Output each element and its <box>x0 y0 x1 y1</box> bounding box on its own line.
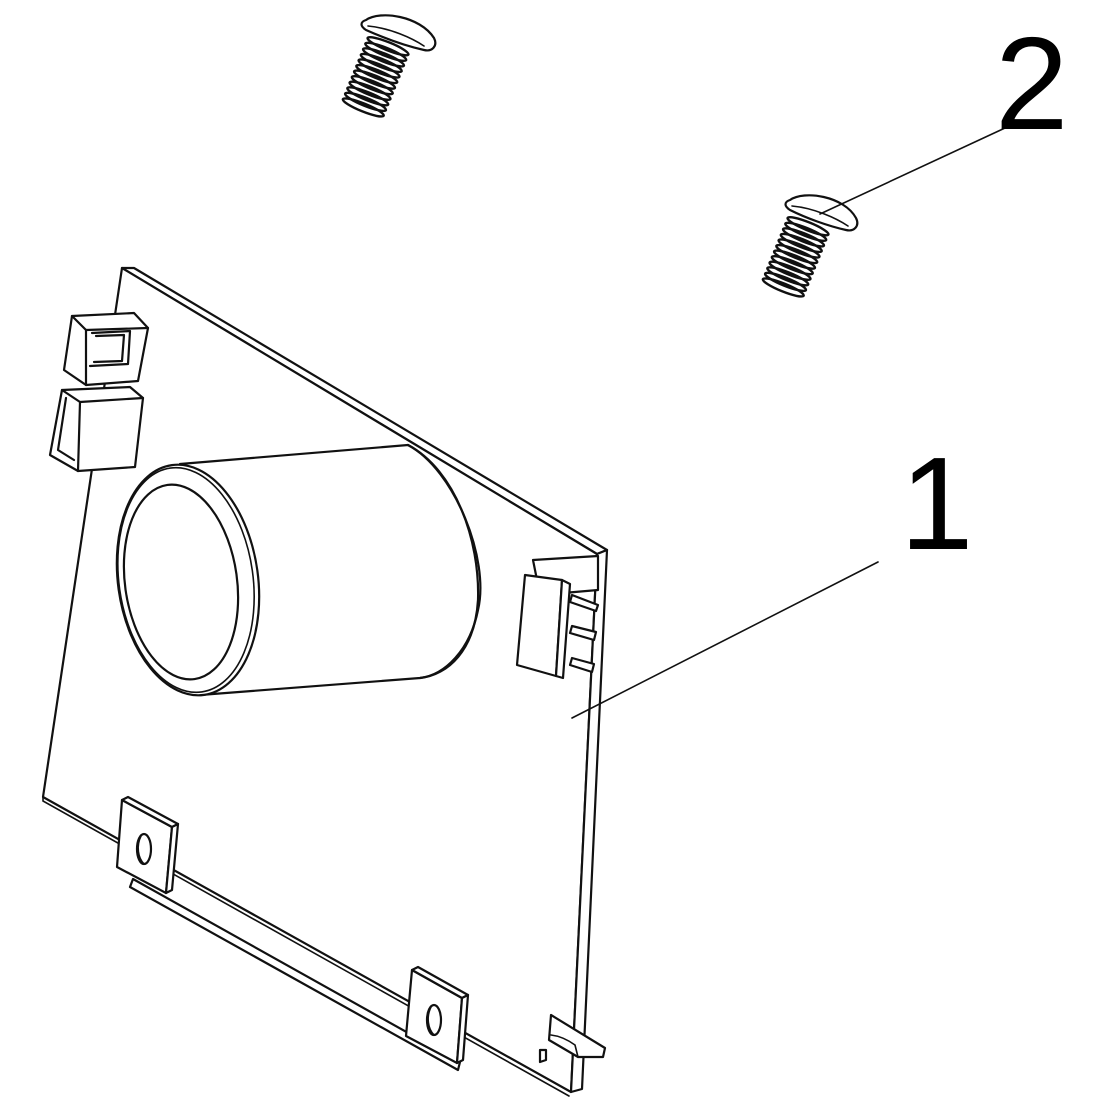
right-connector <box>515 554 600 680</box>
callout-label-2: 2 <box>995 10 1069 157</box>
left-connector-bottom <box>48 385 145 473</box>
leader-line-2 <box>819 127 1006 215</box>
bottom-rail <box>128 877 462 1072</box>
mounting-tab-left <box>115 795 180 895</box>
screw-right <box>761 194 859 298</box>
cylinder-component <box>115 443 482 697</box>
screw-left <box>341 14 437 118</box>
callout-label-1: 1 <box>900 430 974 577</box>
mounting-tab-right <box>404 965 470 1065</box>
leader-line-1 <box>571 561 879 719</box>
bottom-pin <box>538 1013 607 1064</box>
left-connector-top <box>62 311 150 387</box>
